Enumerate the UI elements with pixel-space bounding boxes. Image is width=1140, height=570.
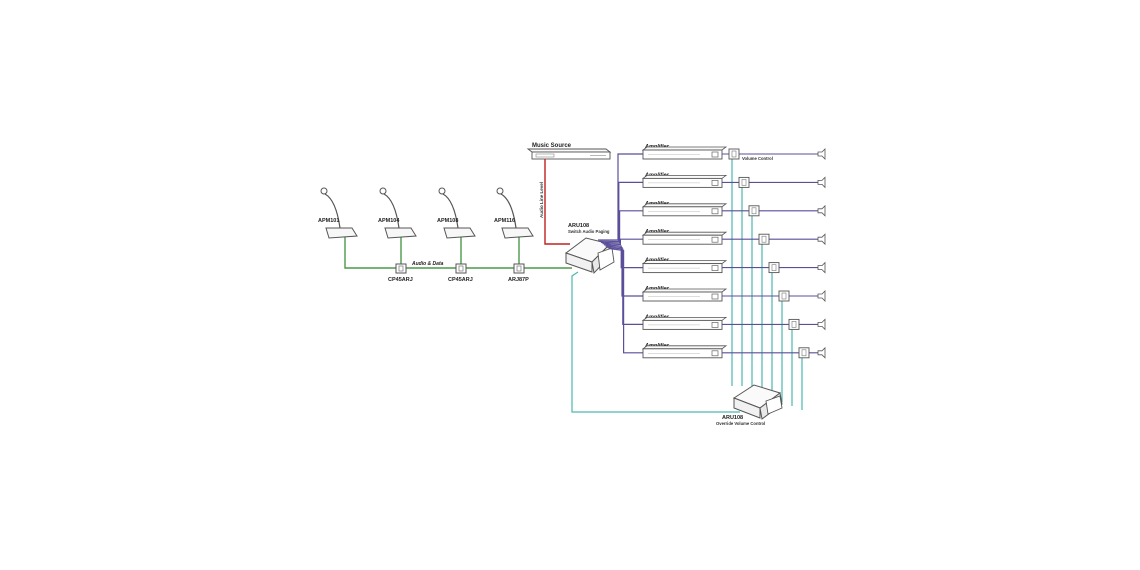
speaker-icon: [817, 148, 826, 160]
speaker-icon: [817, 261, 826, 274]
aru-override-label: ARU108: [722, 415, 743, 421]
mic-head: [320, 187, 328, 195]
aru-main-label: ARU108: [568, 223, 589, 229]
amplifier-row: Amplifier: [608, 247, 826, 359]
volume-control-box: [758, 233, 770, 245]
override-lines: [571, 153, 803, 413]
music-source-label: Music Source: [532, 143, 572, 149]
volume-control-knob: [741, 179, 747, 186]
volume-control-knob: [771, 264, 777, 271]
amplifier-knob: [711, 236, 719, 243]
amp-feed-line: [602, 238, 645, 246]
mic-head: [438, 187, 446, 195]
mic-base: [325, 227, 358, 239]
speaker-icon: [817, 290, 826, 302]
amplifier-knob: [711, 350, 719, 357]
volume-control-box: [778, 290, 790, 302]
mic-base: [501, 227, 534, 239]
amp-feed-line: [598, 153, 645, 241]
music-source: Music Source: [526, 143, 612, 160]
amplifier-rows: AmplifierAmplifierAmplifierAmplifierAmpl…: [598, 144, 826, 359]
amp-feed-line: [606, 246, 645, 325]
mic-base: [443, 227, 476, 239]
amplifier-top: [641, 345, 728, 350]
amplifier-row: Amplifier: [598, 144, 826, 241]
junction-label: CP45ARJ: [448, 277, 473, 283]
volume-control-knob: [801, 349, 807, 357]
amplifier-row: Amplifier: [606, 246, 826, 331]
mic-base: [384, 227, 417, 239]
audio-data-label: Audio & Data: [411, 261, 444, 267]
speaker-icon: [817, 318, 826, 331]
volume-control-box: [798, 347, 810, 359]
amplifier-knob: [711, 293, 719, 300]
speaker-icon: [817, 204, 826, 217]
aru-main-sublabel: Switch Audio Paging: [568, 229, 610, 234]
junction-label: CP45ARJ: [388, 277, 413, 283]
volume-control-knob: [731, 150, 737, 158]
amplifier-knob: [711, 322, 719, 328]
junction-label: ARJ87P: [508, 277, 529, 283]
aru108-switch-audio-paging: ARU108 Switch Audio Paging: [564, 223, 615, 275]
junction-cp45arj-2: CP45ARJ: [448, 263, 473, 283]
volume-control-knob: [791, 321, 797, 328]
volume-control-box: [768, 262, 780, 274]
mic-head: [379, 187, 387, 195]
amp-feed-line: [600, 210, 645, 244]
amplifier-row: Amplifier: [605, 245, 826, 302]
amplifier-knob: [711, 265, 719, 271]
amplifier-row: Amplifier: [599, 172, 826, 243]
junction-cp45arj-1: CP45ARJ: [388, 263, 413, 283]
aru108-override-volume-control: ARU108 Override Volume Control: [716, 384, 783, 426]
mic-label: APM104: [378, 218, 400, 224]
mic-label: APM108: [437, 218, 458, 224]
amplifier-row: Amplifier: [602, 229, 826, 246]
microphone-apm108: APM108: [437, 187, 476, 239]
amplifier-top: [641, 316, 728, 321]
amplifier-row: Amplifier: [600, 201, 826, 244]
aru-override-sublabel: Override Volume Control: [716, 421, 765, 426]
mic-head: [496, 187, 504, 195]
amp-feed-line: [605, 245, 645, 297]
speaker-icon: [817, 176, 826, 189]
audio-data-bus: Audio & Data: [344, 236, 572, 269]
speaker-icon: [817, 346, 826, 359]
microphone-apm101: APM101: [318, 187, 358, 239]
microphone-apm104: APM104: [378, 187, 417, 239]
junction-arj87p: ARJ87P: [508, 263, 529, 283]
volume-control-knob: [781, 292, 787, 300]
amplifier-knob: [711, 151, 719, 158]
volume-control-box: [748, 205, 760, 217]
amp-feed-line: [603, 244, 645, 269]
mic-label: APM116: [494, 218, 515, 224]
speaker-icon: [817, 233, 826, 246]
volume-control-label: Volume Control: [742, 156, 773, 161]
line-level-audio-line: Audio Line Level: [539, 159, 570, 245]
line-level-label: Audio Line Level: [539, 182, 544, 218]
amplifier-knob: [711, 180, 719, 186]
volume-control-box: [788, 318, 800, 330]
amplifier-row: Amplifier: [603, 244, 826, 274]
volume-control-knob: [761, 235, 767, 243]
amplifier-top: [641, 288, 728, 293]
volume-control-knob: [751, 207, 757, 215]
amplifier-top: [641, 260, 728, 265]
microphone-apm116: APM116: [494, 187, 534, 239]
volume-control-box: [728, 148, 740, 160]
mic-label: APM101: [318, 218, 339, 224]
amp-feed-line: [599, 181, 645, 243]
volume-control-box: [738, 176, 750, 188]
amp-feed-line: [608, 247, 645, 354]
amplifier-knob: [711, 208, 719, 215]
